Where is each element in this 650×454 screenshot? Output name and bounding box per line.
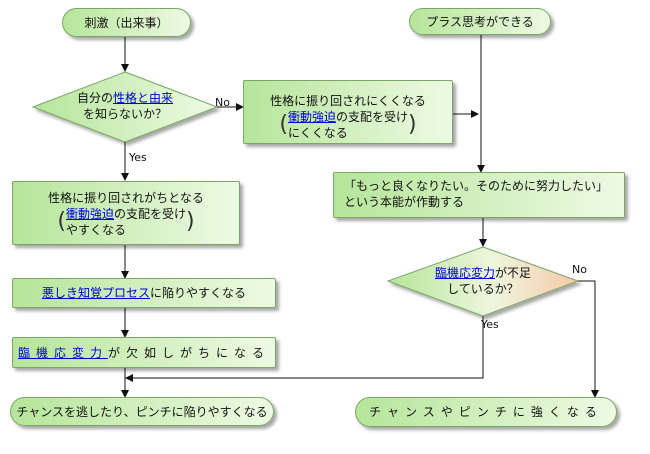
- yes-branch-open-paren-icon: (: [57, 209, 66, 234]
- edge-q2-no: [578, 280, 599, 398]
- no-branch-end: にくくなる: [287, 126, 348, 140]
- start-stimulus: 刺激（出来事）: [62, 8, 191, 37]
- bad-perception-box: 悪しき知覚プロセスに陥りやすくなる: [12, 278, 276, 308]
- compulsion-link-no[interactable]: 衝動強迫: [287, 110, 336, 124]
- yes-branch-close-paren-icon: ): [186, 209, 195, 234]
- personality-origin-link[interactable]: 性格と由来: [113, 91, 174, 105]
- start-stimulus-label: 刺激（出来事）: [84, 15, 169, 30]
- bad-perception-post: に陥りやすくなる: [150, 286, 247, 300]
- no-branch-close-paren-icon: ): [408, 112, 417, 137]
- q2-no-label: No: [572, 263, 587, 276]
- instinct-box: 「もっと良くなりたい。そのために努力したい」 という本能が作動する: [333, 172, 625, 218]
- flexibility-link-lack[interactable]: 臨機応変力: [17, 345, 108, 360]
- flexibility-lack-box: 臨機応変力が欠如しがちになる: [12, 337, 276, 368]
- no-branch-box: 性格に振り回されにくくなる ( 衝動強迫の支配を受け にくくなる ): [243, 80, 453, 144]
- start-plus-thinking-label: プラス思考ができる: [426, 14, 534, 29]
- instinct-line2: という本能が作動する: [344, 195, 465, 209]
- no-branch-open-paren-icon: (: [279, 112, 288, 137]
- outcome-bad-label: チャンスを逃したり、ピンチに陥りやすくなる: [16, 404, 268, 419]
- yes-branch-end: やすくなる: [65, 223, 126, 237]
- decision-q2-post: が不足: [495, 266, 532, 280]
- instinct-line1: 「もっと良くなりたい。そのために努力したい」: [344, 179, 609, 193]
- q1-no-label: No: [215, 96, 230, 109]
- bad-perception-link[interactable]: 悪しき知覚プロセス: [41, 286, 150, 300]
- q2-yes-label: Yes: [481, 318, 499, 331]
- compulsion-link-yes[interactable]: 衝動強迫: [65, 207, 114, 221]
- flexibility-link-q2[interactable]: 臨機応変力: [434, 266, 495, 280]
- no-branch-line1: 性格に振り回されにくくなる: [270, 94, 426, 108]
- start-plus-thinking: プラス思考ができる: [409, 8, 551, 35]
- no-branch-mid: の支配を受け: [336, 110, 409, 124]
- outcome-bad: チャンスを逃したり、ピンチに陥りやすくなる: [10, 397, 274, 426]
- outcome-good: チャンスやピンチに強くなる: [355, 397, 617, 427]
- decision-q2-line2: しているか？: [447, 282, 519, 296]
- decision-q1-text: 自分の性格と由来 を知らないか？: [48, 90, 202, 122]
- decision-q1-pre: 自分の: [76, 91, 113, 105]
- flexibility-lack-post: が欠如しがちになる: [108, 345, 271, 360]
- yes-branch-line1: 性格に振り回されがちとなる: [48, 191, 204, 205]
- decision-q1-post: を知らないか？: [82, 107, 167, 121]
- yes-branch-mid: の支配を受け: [114, 207, 187, 221]
- edge-q2-yes: [125, 316, 484, 382]
- q1-yes-label: Yes: [129, 151, 147, 164]
- yes-branch-box: 性格に振り回されがちとなる ( 衝動強迫の支配を受け やすくなる ): [12, 181, 240, 245]
- outcome-good-label: チャンスやピンチに強くなる: [369, 405, 603, 419]
- decision-q2-text: 臨機応変力が不足 しているか？: [410, 265, 556, 297]
